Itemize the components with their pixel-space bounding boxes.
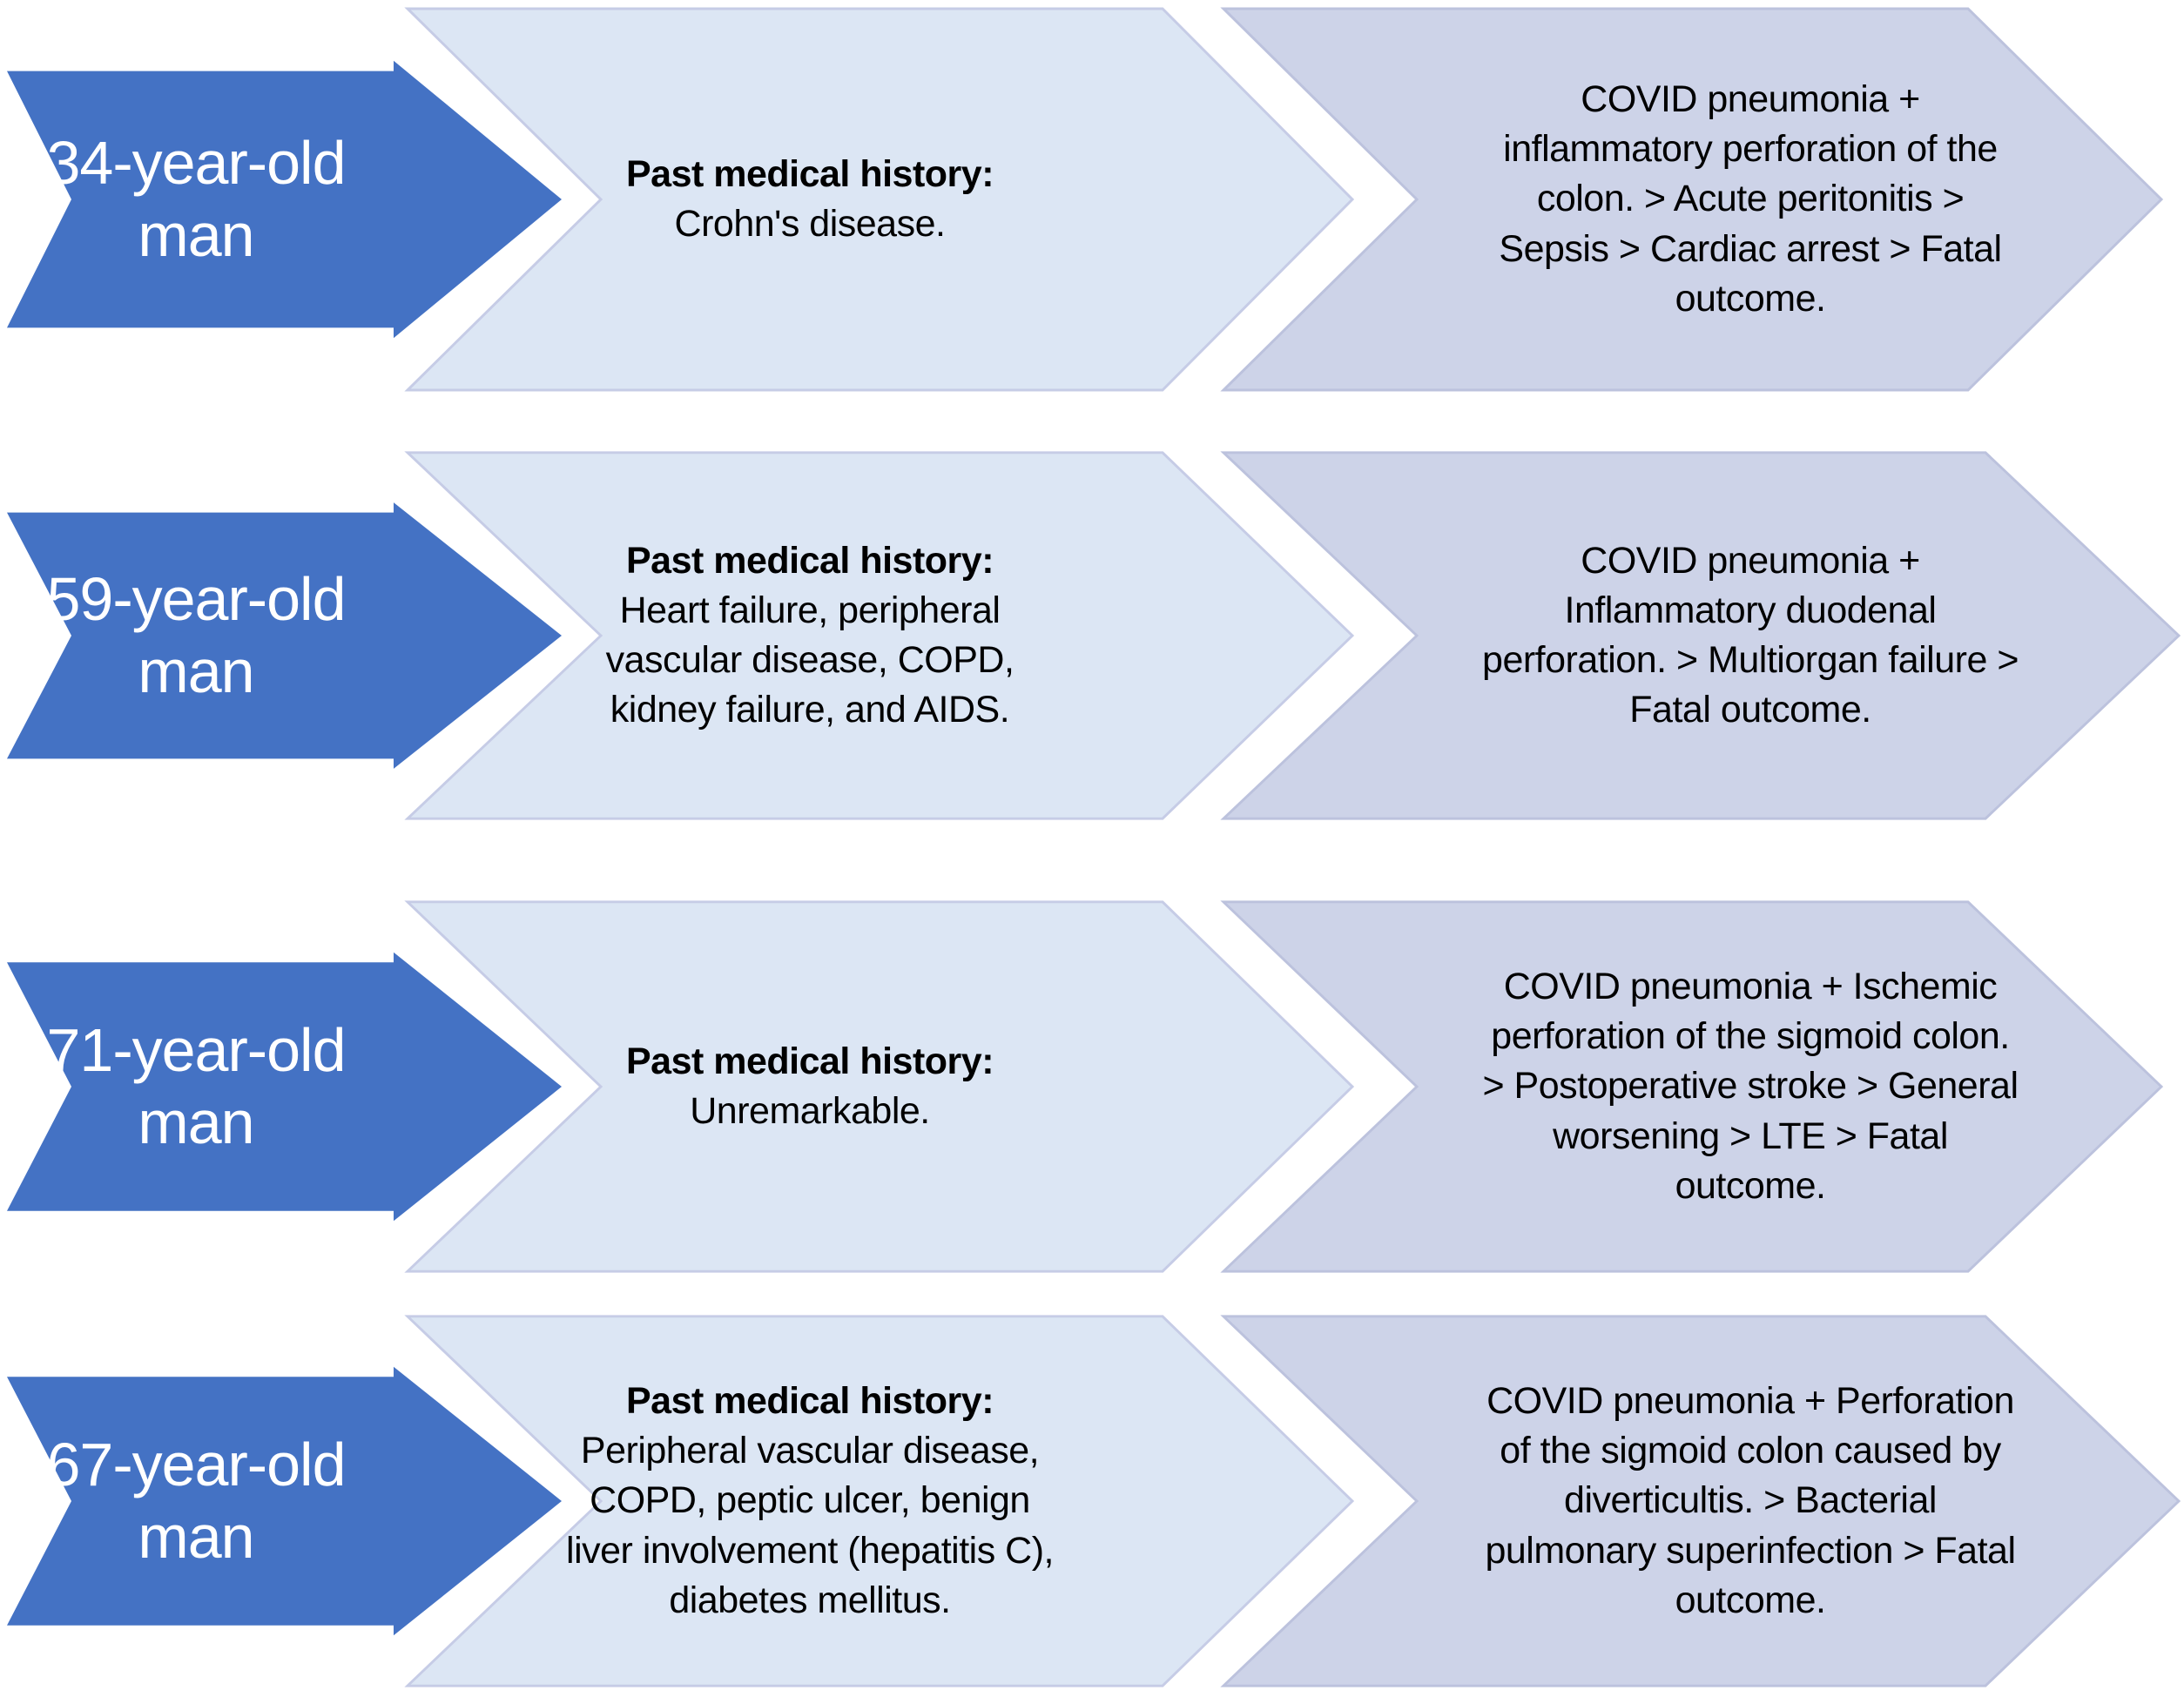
patient-label: 34-year-old man: [46, 129, 346, 269]
history-chevron-shape: [404, 7, 1355, 392]
outcome-text: COVID pneumonia + Ischemic perforation o…: [1480, 899, 2020, 1275]
case-row-4: 67-year-old man Past medical history: Pe…: [0, 1313, 2184, 1689]
outcome-text: COVID pneumonia + Perforation of the sig…: [1480, 1313, 2020, 1689]
case-row-1: 34-year-old man Past medical history: Cr…: [0, 5, 2184, 394]
patient-arrow-shape: [7, 502, 562, 769]
history-paragraph: Past medical history: Crohn's disease.: [557, 150, 1062, 249]
patient-label: 59-year-old man: [46, 565, 346, 705]
outcome-paragraph: COVID pneumonia + Perforation of the sig…: [1485, 1380, 2016, 1621]
patient-arrow-shape: [7, 952, 562, 1222]
outcome-text: COVID pneumonia + inflammatory perforati…: [1480, 5, 2020, 394]
history-text: Past medical history: Crohn's disease.: [557, 5, 1062, 394]
history-heading: Past medical history:: [625, 1040, 994, 1082]
history-detail: Crohn's disease.: [674, 203, 946, 245]
history-chevron-shape: [404, 900, 1355, 1273]
history-paragraph: Past medical history: Peripheral vascula…: [557, 1377, 1062, 1626]
history-detail: Heart failure, peripheral vascular disea…: [605, 589, 1014, 731]
history-heading: Past medical history:: [625, 1380, 994, 1423]
row-shapes: [7, 451, 2181, 820]
outcome-paragraph: COVID pneumonia + Inflammatory duodenal …: [1482, 539, 2019, 731]
outcome-chevron-shape: [1220, 1315, 2181, 1687]
history-chevron-shape: [404, 1315, 1355, 1687]
row-shapes: [7, 900, 2164, 1273]
outcome-chevron-shape: [1220, 900, 2164, 1273]
outcome-paragraph: COVID pneumonia + inflammatory perforati…: [1499, 78, 2002, 320]
patient-arrow-shape: [7, 60, 562, 339]
row-shapes: [7, 7, 2164, 392]
history-text: Past medical history: Unremarkable.: [557, 899, 1062, 1275]
patient-label: 67-year-old man: [46, 1431, 346, 1571]
history-paragraph: Past medical history: Unremarkable.: [557, 1037, 1062, 1136]
outcome-chevron-shape: [1220, 7, 2164, 392]
history-heading: Past medical history:: [625, 539, 994, 582]
history-detail: Unremarkable.: [690, 1090, 930, 1132]
history-text: Past medical history: Heart failure, per…: [557, 449, 1062, 822]
patient-label: 71-year-old man: [46, 1016, 346, 1156]
outcome-text: COVID pneumonia + Inflammatory duodenal …: [1480, 449, 2020, 822]
patient-arrow-shape: [7, 1366, 562, 1636]
history-heading: Past medical history:: [625, 152, 994, 195]
case-row-3: 71-year-old man Past medical history: Un…: [0, 899, 2184, 1275]
outcome-chevron-shape: [1220, 451, 2181, 820]
history-paragraph: Past medical history: Heart failure, per…: [557, 536, 1062, 736]
history-text: Past medical history: Peripheral vascula…: [557, 1313, 1062, 1689]
row-shapes: [7, 1315, 2181, 1687]
history-chevron-shape: [404, 451, 1355, 820]
case-row-2: 59-year-old man Past medical history: He…: [0, 449, 2184, 822]
history-detail: Peripheral vascular disease, COPD, pepti…: [566, 1430, 1054, 1621]
outcome-paragraph: COVID pneumonia + Ischemic perforation o…: [1482, 966, 2019, 1207]
